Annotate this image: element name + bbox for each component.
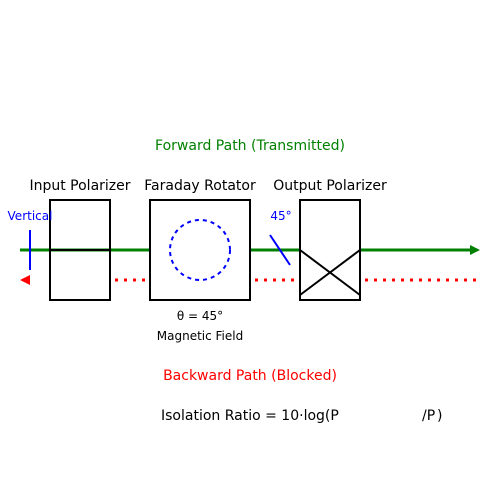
isolation-ratio-prefix: Isolation Ratio = 10·log(P [161,408,339,424]
faraday-rotator-label: Faraday Rotator [144,178,256,194]
forward-arrowhead-icon [470,245,480,255]
rotation-angle-label: θ = 45° [177,309,223,323]
backward-arrowhead-icon [20,275,30,285]
isolation-ratio-divider: /P [422,408,435,424]
output-polarizer-box [299,199,361,301]
output-orientation-label: 45° [270,209,291,223]
backward-path-title: Backward Path (Blocked) [163,368,337,384]
diagonal-polarization-icon [269,234,291,266]
forward-path-title: Forward Path (Transmitted) [155,138,345,154]
isolation-ratio-suffix: ) [437,408,442,424]
faraday-rotator-box [149,199,251,301]
rotation-circle-icon [169,219,231,281]
output-polarizer-label: Output Polarizer [273,178,387,194]
input-polarizer-label: Input Polarizer [29,178,130,194]
magnetic-field-label: Magnetic Field [157,329,243,343]
output-polarizer-diagonal-2 [299,249,361,296]
input-orientation-label: Vertical [8,209,53,223]
